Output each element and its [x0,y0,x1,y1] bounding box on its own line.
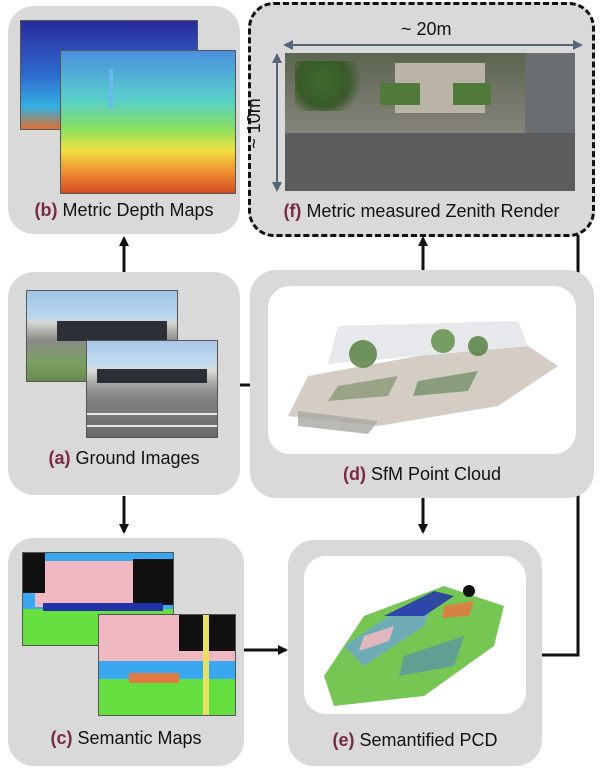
panel-semantified-pcd: (e) Semantified PCD [288,540,542,766]
caption-a-label: Ground Images [75,448,200,468]
sfm-point-cloud-frame [268,286,576,454]
caption-f-label: Metric measured Zenith Render [306,201,560,221]
caption-a: (a) Ground Images [8,448,240,469]
caption-d-label: SfM Point Cloud [370,464,502,484]
depth-pole [109,69,113,109]
caption-c: (c) Semantic Maps [8,728,244,749]
caption-e-label: Semantified PCD [359,730,498,750]
caption-f-letter: (f) [283,201,302,221]
caption-a-letter: (a) [48,448,71,468]
semantified-pcd-frame [304,556,526,714]
sfm-point-cloud-render [288,321,558,434]
caption-d-letter: (d) [342,464,366,484]
semantic-map-front [98,614,236,716]
height-dimension-label: ~ 10m [243,98,264,149]
semantified-pcd-render [324,585,504,706]
caption-b-letter: (b) [34,200,58,220]
panel-semantic-maps: (c) Semantic Maps [8,538,244,766]
zenith-dimension-lines [272,40,583,192]
panel-sfm-point-cloud: (d) SfM Point Cloud [250,270,594,498]
depth-map-front [60,50,236,194]
zenith-parking [285,133,575,191]
zenith-lawn-right [453,83,491,105]
caption-d: (d) SfM Point Cloud [250,464,594,485]
panel-metric-depth-maps: (b) Metric Depth Maps [8,6,240,234]
caption-f: (f) Metric measured Zenith Render [251,201,592,222]
caption-c-letter: (c) [50,728,73,748]
width-dimension-label: ~ 20m [401,19,452,39]
caption-c-label: Semantic Maps [77,728,202,748]
caption-b-label: Metric Depth Maps [62,200,214,220]
panel-zenith-render: ~ 20m ~ 10m (f) Metric measured Zenith R… [244,2,595,237]
zenith-render-image [285,53,575,191]
caption-e: (e) Semantified PCD [288,730,542,751]
zenith-trees-left [295,61,365,111]
zenith-right-structure [525,53,575,133]
caption-e-letter: (e) [332,730,355,750]
caption-b: (b) Metric Depth Maps [8,200,240,221]
ground-image-front [86,340,218,438]
zenith-lawn-left [380,83,420,105]
panel-ground-images: (a) Ground Images [8,272,240,495]
